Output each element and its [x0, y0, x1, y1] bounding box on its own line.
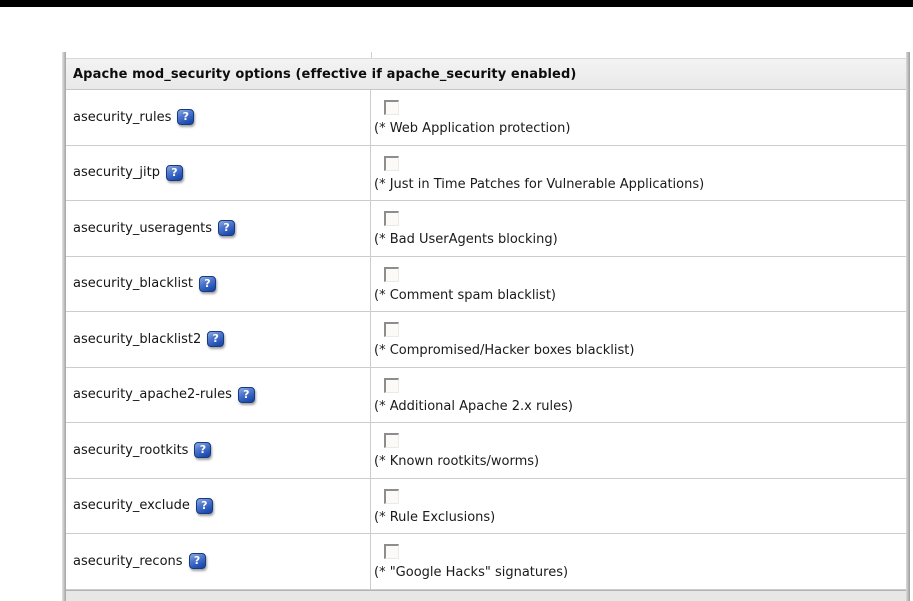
table-section-header: Apache mod_security options (effective i…	[66, 58, 906, 90]
option-name: asecurity_blacklist2	[73, 331, 202, 347]
row-asecurity-blacklist: asecurity_blacklist ? (* Comment spam bl…	[66, 256, 906, 312]
asecurity-rootkits-checkbox[interactable]	[384, 433, 399, 448]
option-description: (* Compromised/Hacker boxes blacklist)	[374, 343, 635, 358]
row-asecurity-jitp: asecurity_jitp ? (* Just in Time Patches…	[66, 145, 906, 201]
option-description: (* Known rootkits/worms)	[374, 454, 540, 469]
option-name: asecurity_rootkits	[73, 442, 189, 458]
asecurity-apache2-rules-checkbox[interactable]	[384, 377, 399, 393]
option-name: asecurity_blacklist	[73, 276, 193, 292]
option-description: (* Web Application protection)	[374, 121, 571, 136]
option-description: (* "Google Hacks" signatures)	[374, 565, 569, 580]
help-icon[interactable]: ?	[207, 331, 225, 348]
option-name: asecurity_rules	[73, 109, 172, 125]
row-asecurity-useragents: asecurity_useragents ? (* Bad UserAgents…	[66, 201, 906, 257]
option-description: (* Bad UserAgents blocking)	[374, 232, 558, 247]
option-description: (* Comment spam blacklist)	[374, 287, 556, 303]
option-name: asecurity_useragents	[73, 220, 213, 236]
help-icon[interactable]: ?	[237, 386, 255, 403]
asecurity-blacklist-checkbox[interactable]	[384, 266, 399, 282]
asecurity-recons-checkbox[interactable]	[384, 544, 399, 559]
help-icon[interactable]: ?	[165, 164, 183, 181]
table-left-border	[62, 52, 66, 601]
asecurity-exclude-checkbox[interactable]	[384, 488, 399, 504]
option-name: asecurity_apache2-rules	[73, 387, 232, 403]
mod-security-options-table: Apache mod_security options (effective i…	[62, 52, 910, 601]
option-name: asecurity_jitp	[73, 165, 160, 181]
help-icon[interactable]: ?	[177, 109, 195, 126]
table-right-border	[906, 52, 910, 601]
section-header-label: Apache mod_security options (effective i…	[73, 66, 577, 82]
row-asecurity-apache2-rules: asecurity_apache2-rules ? (* Additional …	[66, 367, 906, 423]
asecurity-jitp-checkbox[interactable]	[384, 155, 399, 171]
previous-row-stub	[66, 52, 906, 58]
option-name: asecurity_recons	[73, 553, 183, 569]
column-divider	[371, 52, 372, 58]
top-black-bar	[0, 0, 913, 7]
help-icon[interactable]: ?	[194, 442, 212, 459]
help-icon[interactable]: ?	[195, 497, 213, 514]
row-asecurity-rootkits: asecurity_rootkits ? (* Known rootkits/w…	[66, 423, 906, 479]
option-description: (* Rule Exclusions)	[374, 509, 496, 525]
row-asecurity-recons: asecurity_recons ? (* "Google Hacks" sig…	[66, 534, 906, 590]
option-description: (* Additional Apache 2.x rules)	[374, 398, 573, 414]
help-icon[interactable]: ?	[218, 220, 236, 237]
asecurity-rules-checkbox[interactable]	[384, 100, 399, 115]
option-name: asecurity_exclude	[73, 498, 190, 514]
help-icon[interactable]: ?	[198, 275, 216, 292]
next-section-stub	[66, 589, 906, 601]
asecurity-useragents-checkbox[interactable]	[384, 211, 399, 226]
row-asecurity-rules: asecurity_rules ? (* Web Application pro…	[66, 90, 906, 146]
row-asecurity-exclude: asecurity_exclude ? (* Rule Exclusions)	[66, 478, 906, 534]
help-icon[interactable]: ?	[188, 553, 206, 570]
row-asecurity-blacklist2: asecurity_blacklist2 ? (* Compromised/Ha…	[66, 312, 906, 368]
option-description: (* Just in Time Patches for Vulnerable A…	[374, 176, 705, 192]
asecurity-blacklist2-checkbox[interactable]	[384, 322, 399, 337]
